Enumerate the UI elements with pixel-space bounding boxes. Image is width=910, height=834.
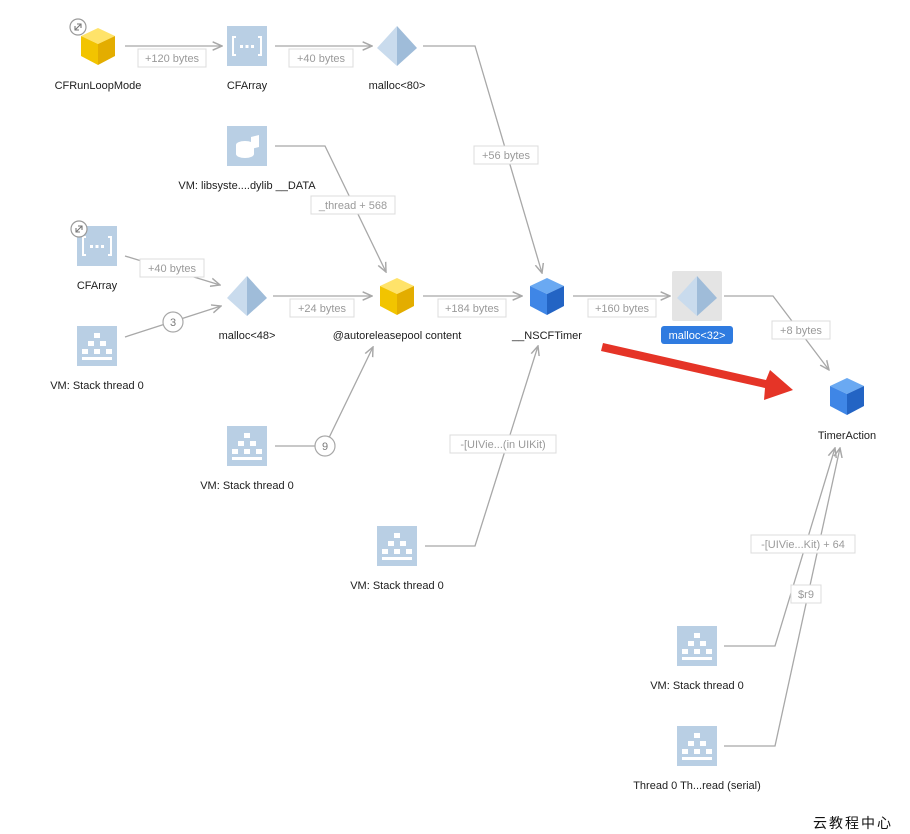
edge-labels: +120 bytes +40 bytes +56 bytes _thread +… [137,48,856,604]
svg-text:+8 bytes: +8 bytes [780,325,822,337]
edge-stack-autoreleasepool [275,347,373,447]
edge-label-e1[interactable]: +120 bytes [137,48,207,68]
edge-label-e8[interactable]: +160 bytes [587,298,657,318]
svg-text:_thread + 568: _thread + 568 [318,200,387,212]
svg-text:+24 bytes: +24 bytes [298,303,347,315]
stack-icon [77,326,117,366]
selected-label-bg [661,326,733,344]
expand-badge-icon[interactable] [69,18,87,36]
edge-label-e11[interactable]: -[UIVie...Kit) + 64 [750,534,856,554]
svg-text:+40 bytes: +40 bytes [148,263,197,275]
svg-text:@autoreleasepool content: @autoreleasepool content [333,330,462,342]
svg-text:CFRunLoopMode: CFRunLoopMode [55,80,142,92]
node-cfarray-mid[interactable]: CFArray [70,220,118,292]
node-vm-stack-lower[interactable]: VM: Stack thread 0 [350,526,444,592]
svg-text:+160 bytes: +160 bytes [595,303,650,315]
node-vm-stack-left[interactable]: VM: Stack thread 0 [50,326,144,392]
edge-label-e5[interactable]: +40 bytes [139,258,205,278]
node-vm-stack-mid[interactable]: VM: Stack thread 0 [200,426,294,492]
svg-text:+56 bytes: +56 bytes [482,150,531,162]
count-badge-stack-left[interactable]: 3 [162,311,184,333]
svg-text:VM: libsyste....dylib __DATA: VM: libsyste....dylib __DATA [178,180,316,192]
svg-text:VM: Stack thread 0: VM: Stack thread 0 [50,380,144,392]
edge-label-e12[interactable]: $r9 [790,584,822,604]
svg-text:malloc<32>: malloc<32> [669,330,726,342]
node-nscftimer[interactable]: __NSCFTimer [511,278,582,342]
pyramid-icon [377,26,417,66]
pyramid-icon [227,276,267,316]
blue-cube-icon [830,378,864,415]
count-badge-stack-mid[interactable]: 9 [314,435,336,457]
array-bracket-icon [226,25,268,67]
node-malloc80[interactable]: malloc<80> [369,26,426,92]
edge-label-e2[interactable]: +40 bytes [288,48,354,68]
svg-text:VM: Stack thread 0: VM: Stack thread 0 [350,580,444,592]
svg-text:Thread 0 Th...read (serial): Thread 0 Th...read (serial) [633,780,761,792]
svg-text:CFArray: CFArray [77,280,118,292]
svg-text:TimerAction: TimerAction [818,430,876,442]
node-malloc32-selected[interactable]: malloc<32> [661,271,733,344]
svg-text:+40 bytes: +40 bytes [297,53,346,65]
svg-text:$r9: $r9 [798,589,814,601]
blue-cube-icon [530,278,564,315]
yellow-cube-icon [81,28,115,65]
stack-icon [677,626,717,666]
disk-icon [227,126,267,166]
svg-text:__NSCFTimer: __NSCFTimer [511,330,582,342]
watermark-text: 云教程中心 [813,816,893,832]
edge-stack-timeraction [724,448,835,647]
edge-libsystem-autoreleasepool [275,145,386,272]
red-annotation-arrow [601,343,793,400]
svg-text:3: 3 [170,317,176,329]
node-timeraction[interactable]: TimerAction [818,378,876,442]
node-autoreleasepool[interactable]: @autoreleasepool content [333,278,462,342]
svg-text:VM: Stack thread 0: VM: Stack thread 0 [200,480,294,492]
svg-text:VM: Stack thread 0: VM: Stack thread 0 [650,680,744,692]
edge-label-e9[interactable]: +8 bytes [771,320,831,340]
expand-badge-icon[interactable] [70,220,88,238]
svg-text:CFArray: CFArray [227,80,268,92]
svg-text:malloc<80>: malloc<80> [369,80,426,92]
node-thread0-serial[interactable]: Thread 0 Th...read (serial) [633,726,761,792]
edge-thread0-timeraction [724,448,840,747]
edge-label-e6[interactable]: +24 bytes [289,298,355,318]
svg-text:-[UIVie...Kit) + 64: -[UIVie...Kit) + 64 [761,539,845,551]
svg-text:+120 bytes: +120 bytes [145,53,200,65]
yellow-cube-icon [380,278,414,315]
edge-malloc80-nscftimer [423,45,542,273]
node-cfrunloopmode[interactable]: CFRunLoopMode [55,18,142,92]
svg-text:-[UIVie...(in UIKit): -[UIVie...(in UIKit) [460,439,545,451]
node-cfarray-top[interactable]: CFArray [226,25,268,92]
edge-label-e4[interactable]: _thread + 568 [310,195,396,215]
svg-text:+184 bytes: +184 bytes [445,303,500,315]
node-malloc48[interactable]: malloc<48> [219,276,276,342]
edge-label-e10[interactable]: -[UIVie...(in UIKit) [449,434,557,454]
svg-text:malloc<48>: malloc<48> [219,330,276,342]
edge-label-e7[interactable]: +184 bytes [437,298,507,318]
node-vm-libsystem[interactable]: VM: libsyste....dylib __DATA [178,126,316,192]
node-vm-stack-right[interactable]: VM: Stack thread 0 [650,626,744,692]
edge-label-e3[interactable]: +56 bytes [473,145,539,165]
svg-text:9: 9 [322,441,328,453]
stack-icon [377,526,417,566]
edge-stack-nscftimer [425,346,538,547]
stack-icon [677,726,717,766]
stack-icon [227,426,267,466]
edge-malloc32-timeraction [724,295,829,370]
